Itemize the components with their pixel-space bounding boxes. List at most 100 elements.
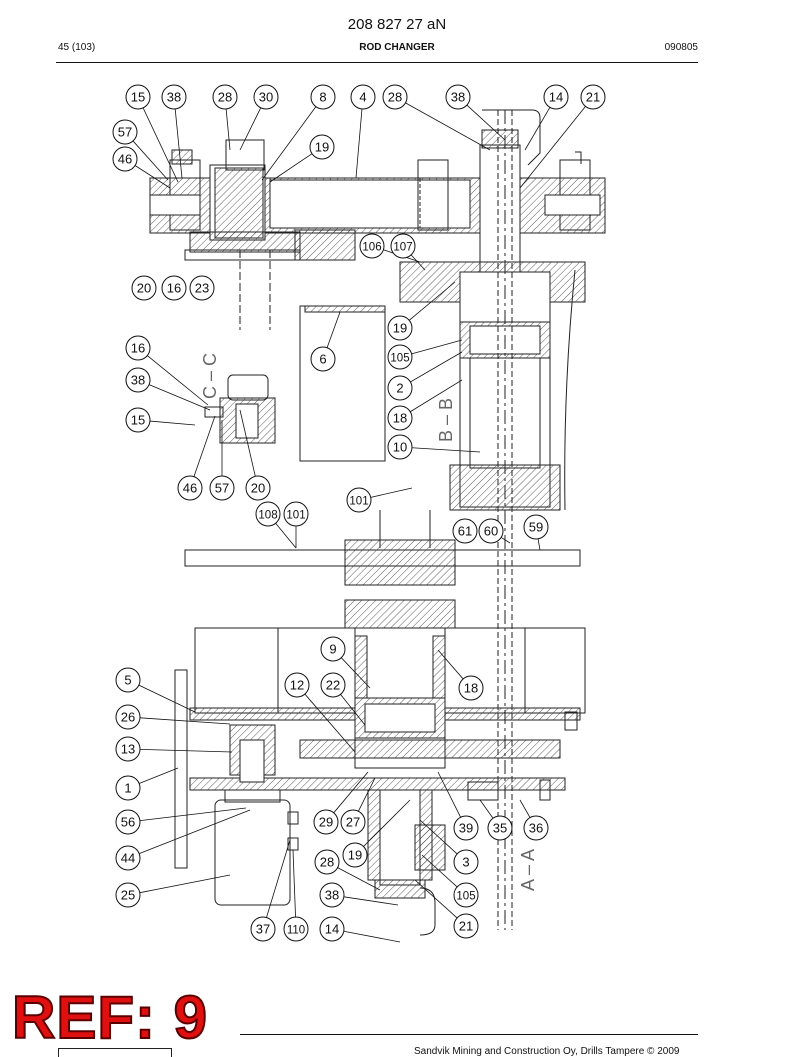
callout-18: 18 — [458, 675, 484, 701]
callout-leader-4 — [355, 108, 363, 179]
callout-circle — [112, 146, 138, 172]
callout-39: 39 — [453, 815, 479, 841]
callout-label: 57 — [215, 481, 229, 496]
callout-label: 107 — [393, 242, 412, 254]
callout-circle — [283, 501, 309, 527]
callout-label: 1 — [124, 781, 131, 796]
callout-leader-38 — [148, 384, 211, 411]
callout-circle — [309, 134, 335, 160]
callout-circle — [115, 704, 141, 730]
callout-leader-21 — [519, 106, 586, 189]
callout-9: 9 — [320, 636, 346, 662]
callout-38: 38 — [161, 84, 187, 110]
callout-circle — [319, 916, 345, 942]
page-title: ROD CHANGER — [359, 42, 435, 53]
callout-label: 14 — [325, 922, 339, 937]
callout-leader-110 — [292, 849, 296, 918]
callout-leader-46 — [134, 165, 171, 189]
callout-label: 16 — [167, 281, 181, 296]
footer-rule — [240, 1034, 698, 1035]
callout-label: 15 — [131, 413, 145, 428]
callout-circle — [342, 842, 368, 868]
callout-label: 35 — [493, 821, 507, 836]
callout-circle — [255, 501, 281, 527]
callout-label: 38 — [167, 90, 181, 105]
callout-19: 19 — [309, 134, 335, 160]
callout-4: 4 — [350, 84, 376, 110]
callout-label: 10 — [393, 440, 407, 455]
callout-label: 9 — [329, 642, 336, 657]
callout-circle — [115, 775, 141, 801]
callout-circle — [314, 849, 340, 875]
callout-circle — [131, 275, 157, 301]
callout-label: 2 — [396, 381, 403, 396]
callout-leader-38 — [343, 896, 399, 906]
callout-label: 15 — [131, 90, 145, 105]
callout-20: 20 — [245, 475, 271, 501]
callout-circle — [115, 736, 141, 762]
header-rule — [56, 62, 698, 63]
callout-label: 19 — [315, 140, 329, 155]
section-label-b-b: B – B — [436, 398, 456, 442]
callout-19: 19 — [387, 315, 413, 341]
callout-circle — [310, 346, 336, 372]
callout-circle — [487, 815, 513, 841]
callout-label: 106 — [362, 242, 381, 254]
callout-leader-38 — [466, 104, 506, 141]
callout-label: 60 — [484, 524, 498, 539]
callout-3: 3 — [453, 849, 479, 875]
callout-label: 61 — [458, 524, 472, 539]
callout-circle — [387, 434, 413, 460]
callout-label: 21 — [459, 919, 473, 934]
callout-leader-101 — [370, 487, 413, 498]
callout-60: 60 — [478, 518, 504, 544]
callout-leader-28 — [405, 102, 491, 151]
callout-38: 38 — [125, 367, 151, 393]
callout-label: 110 — [287, 925, 305, 937]
callout-12: 12 — [284, 672, 310, 698]
callout-label: 8 — [319, 90, 326, 105]
callout-label: 20 — [251, 481, 265, 496]
callout-circle — [340, 809, 366, 835]
callout-label: 5 — [124, 673, 131, 688]
callout-label: 46 — [183, 481, 197, 496]
callout-19: 19 — [342, 842, 368, 868]
callout-leader-3 — [419, 819, 458, 855]
callout-leader-20 — [239, 409, 256, 477]
callout-36: 36 — [523, 815, 549, 841]
callout-leader-15 — [149, 420, 196, 426]
callout-6: 6 — [310, 346, 336, 372]
callout-circle — [125, 84, 151, 110]
callout-leader-30 — [239, 107, 262, 151]
callout-circle — [523, 514, 549, 540]
callout-leader-26 — [139, 717, 231, 725]
callout-38: 38 — [319, 882, 345, 908]
callout-61: 61 — [452, 518, 478, 544]
callout-circle — [212, 84, 238, 110]
callout-101: 101 — [346, 487, 372, 513]
assembly-drawing — [149, 109, 606, 936]
callout-1: 1 — [115, 775, 141, 801]
callout-leader-27 — [358, 777, 376, 812]
callout-label: 36 — [529, 821, 543, 836]
callout-circle — [453, 849, 479, 875]
callout-circle — [382, 84, 408, 110]
callout-label: 101 — [286, 510, 305, 522]
callout-105: 105 — [453, 882, 479, 908]
callout-label: 105 — [456, 891, 475, 903]
callout-label: 19 — [393, 321, 407, 336]
callout-14: 14 — [319, 916, 345, 942]
callout-circle — [310, 84, 336, 110]
callout-circle — [445, 84, 471, 110]
callout-label: 38 — [451, 90, 465, 105]
callout-leader-35 — [479, 799, 494, 819]
callout-circle — [453, 815, 479, 841]
callout-label: 105 — [390, 353, 409, 365]
callout-circle — [458, 675, 484, 701]
callout-circle — [115, 882, 141, 908]
callout-label: 22 — [326, 678, 340, 693]
page-number: 45 (103) — [58, 42, 96, 53]
callout-circle — [387, 344, 413, 370]
callout-circle — [125, 407, 151, 433]
